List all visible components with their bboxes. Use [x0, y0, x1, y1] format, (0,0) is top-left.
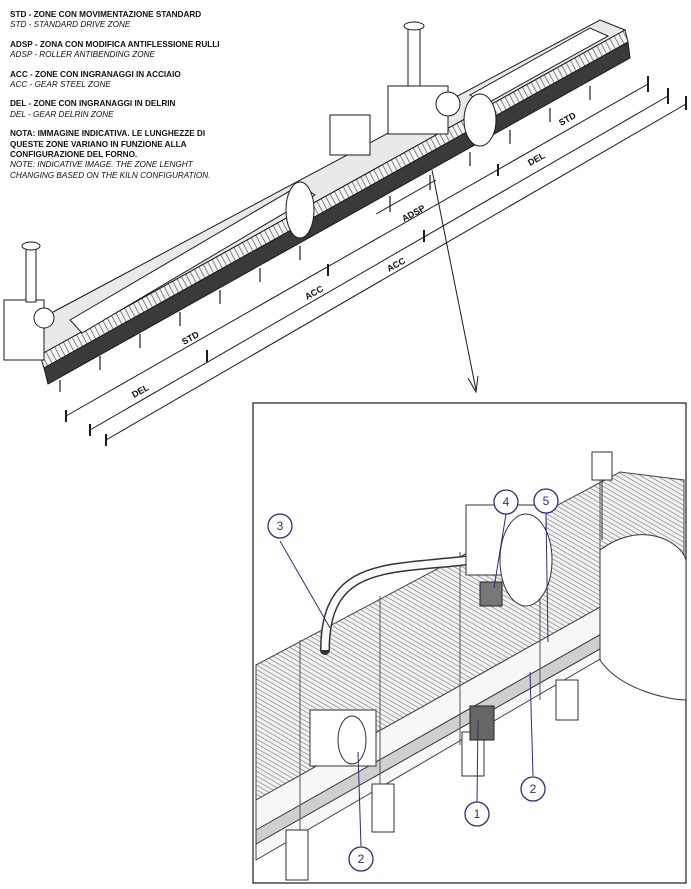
- dimension-lines: [65, 76, 687, 446]
- left-chimney-cap: [21, 241, 41, 251]
- callout-2-lower-label: 2: [358, 852, 365, 866]
- callout-3: [267, 513, 293, 539]
- sign-plate: [591, 451, 613, 481]
- legend-del-en: DEL - GEAR DELRIN ZONE: [10, 109, 114, 119]
- zone-label-adsp: ADSP: [400, 203, 427, 224]
- legend-note: NOTA: IMMAGINE INDICATIVA. LE LUNGHEZZE …: [10, 129, 260, 181]
- roof-modules-left: [69, 184, 316, 334]
- legend-del: DEL - ZONE CON INGRANAGGI IN DELRIN DEL …: [10, 99, 260, 120]
- legend-std-it: STD - ZONE CON MOVIMENTAZIONE STANDARD: [10, 10, 202, 19]
- legend-std-en: STD - STANDARD DRIVE ZONE: [10, 20, 131, 30]
- callout-leaders: [279, 513, 549, 847]
- detail-supports: [285, 679, 579, 881]
- upper-fan: [435, 91, 461, 117]
- callout-4-label: 4: [503, 495, 510, 509]
- callout-4: [493, 489, 519, 515]
- drive-motor: [469, 705, 495, 741]
- note-it-line-1: NOTA: IMMAGINE INDICATIVA. LE LUNGHEZZE …: [10, 129, 206, 139]
- callout-2-lower: [348, 846, 374, 872]
- zone-label-del-right: DEL: [526, 150, 547, 168]
- callout-1-label: 1: [474, 807, 481, 821]
- left-end-unit: [3, 299, 45, 361]
- upper-chimney: [407, 25, 421, 87]
- legend-std: STD - ZONE CON MOVIMENTAZIONE STANDARD S…: [10, 10, 260, 31]
- zone-label-std-left: STD: [180, 329, 201, 347]
- legend-del-it: DEL - ZONE CON INGRANAGGI IN DELRIN: [10, 99, 176, 109]
- note-en-line-1: NOTE: INDICATIVE IMAGE. THE ZONE LENGHT: [10, 160, 193, 170]
- left-fan: [33, 307, 55, 329]
- legend: STD - ZONE CON MOVIMENTAZIONE STANDARD S…: [10, 10, 260, 190]
- middle-fan-housing: [329, 114, 371, 156]
- kiln-overview: [3, 19, 631, 392]
- zone-label-acc-mid: ACC: [303, 283, 325, 301]
- note-it-line-3: CONFIGURAZIONE DEL FORNO.: [10, 150, 138, 160]
- fan-wheel: [499, 513, 553, 607]
- legend-adsp-en: ADSP - ROLLER ANTIBENDING ZONE: [10, 50, 155, 60]
- callout-5: [533, 488, 559, 514]
- detail-pointer: [431, 169, 479, 394]
- middle-duct-arch: [285, 181, 315, 239]
- callout-5-label: 5: [543, 494, 550, 508]
- note-it-line-2: QUESTE ZONE VARIANO IN FUNZIONE ALLA: [10, 139, 187, 149]
- upper-chimney-cap: [403, 21, 425, 31]
- legend-acc-en: ACC - GEAR STEEL ZONE: [10, 80, 111, 90]
- note-en-line-2: CHANGING BASED ON THE KILN CONFIGURATION…: [10, 170, 211, 180]
- legend-acc-it: ACC - ZONE CON INGRANAGGI IN ACCIAIO: [10, 69, 181, 79]
- right-duct: [599, 534, 687, 701]
- kiln-legs: [59, 86, 591, 392]
- legend-adsp: ADSP - ZONA CON MODIFICA ANTIFLESSIONE R…: [10, 40, 260, 61]
- zone-label-del-left: DEL: [130, 382, 151, 400]
- left-chimney: [25, 245, 37, 303]
- callout-2-right: [520, 776, 546, 802]
- legend-adsp-it: ADSP - ZONA CON MODIFICA ANTIFLESSIONE R…: [10, 39, 220, 49]
- lower-fan-wheel: [337, 715, 367, 765]
- upper-duct-arch: [463, 93, 497, 147]
- callout-1: [464, 801, 490, 827]
- fan-motor: [479, 581, 503, 607]
- detail-view: [252, 402, 687, 884]
- callout-2-right-label: 2: [530, 782, 537, 796]
- callout-3-label: 3: [277, 519, 284, 533]
- callouts: [267, 488, 559, 872]
- legend-acc: ACC - ZONE CON INGRANAGGI IN ACCIAIO ACC…: [10, 70, 260, 91]
